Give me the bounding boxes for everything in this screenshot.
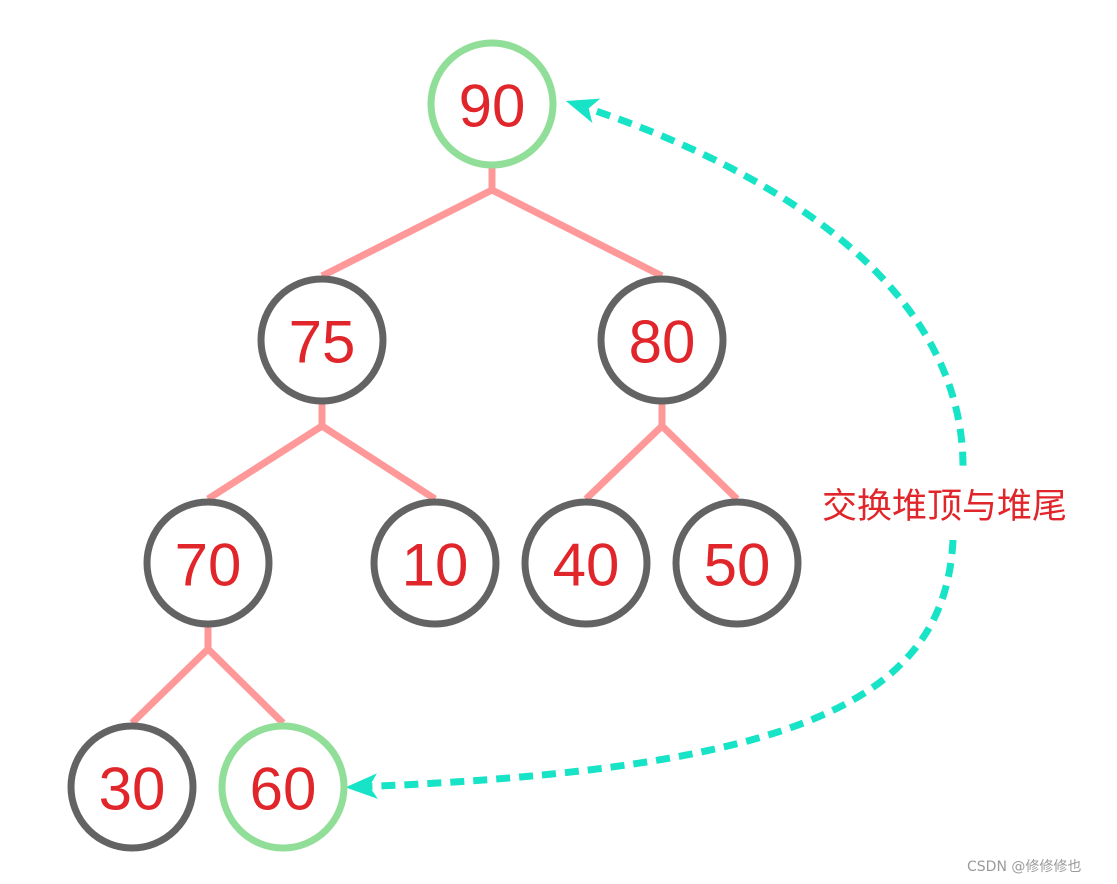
node-value: 90 bbox=[459, 73, 526, 140]
heap-node-10: 10 bbox=[370, 498, 500, 628]
node-value: 40 bbox=[553, 532, 620, 599]
node-circle bbox=[370, 498, 500, 628]
node-circle bbox=[427, 39, 557, 169]
swap-arrow-lower bbox=[345, 539, 957, 799]
node-value: 50 bbox=[704, 532, 771, 599]
edge-n75-n10 bbox=[320, 423, 437, 502]
node-value: 80 bbox=[629, 309, 696, 376]
node-circle bbox=[218, 722, 348, 852]
heap-node-50: 50 bbox=[672, 498, 802, 628]
edge-n70-n60 bbox=[205, 646, 286, 726]
node-value: 75 bbox=[289, 309, 356, 376]
watermark: CSDN @修修修也 bbox=[967, 859, 1082, 875]
heap-node-90: 90 bbox=[427, 39, 557, 169]
tree-edges bbox=[129, 168, 740, 726]
edge-n80-n40 bbox=[583, 423, 665, 502]
edge-n90-n75 bbox=[320, 186, 494, 280]
node-circle bbox=[257, 275, 387, 405]
node-value: 70 bbox=[175, 532, 242, 599]
heap-node-80: 80 bbox=[597, 275, 727, 405]
node-circle bbox=[672, 498, 802, 628]
tree-nodes: 90 75 80 70 10 40 50 30 60 bbox=[67, 39, 802, 852]
node-value: 30 bbox=[99, 756, 166, 823]
edge-n80-n50 bbox=[659, 423, 740, 502]
heap-node-30: 30 bbox=[67, 722, 197, 852]
swap-caption: 交换堆顶与堆尾 bbox=[822, 487, 1067, 527]
edge-n90-n80 bbox=[490, 186, 664, 280]
heap-node-60: 60 bbox=[218, 722, 348, 852]
node-circle bbox=[143, 498, 273, 628]
heap-node-40: 40 bbox=[521, 498, 651, 628]
node-value: 60 bbox=[250, 756, 317, 823]
node-circle bbox=[67, 722, 197, 852]
swap-arrow-upper bbox=[565, 98, 967, 471]
edge-n75-n70 bbox=[206, 423, 324, 502]
swap-arrow bbox=[345, 98, 967, 799]
node-circle bbox=[521, 498, 651, 628]
heap-node-75: 75 bbox=[257, 275, 387, 405]
node-circle bbox=[597, 275, 727, 405]
edge-n70-n30 bbox=[129, 646, 211, 726]
node-value: 10 bbox=[402, 532, 469, 599]
heap-node-70: 70 bbox=[143, 498, 273, 628]
